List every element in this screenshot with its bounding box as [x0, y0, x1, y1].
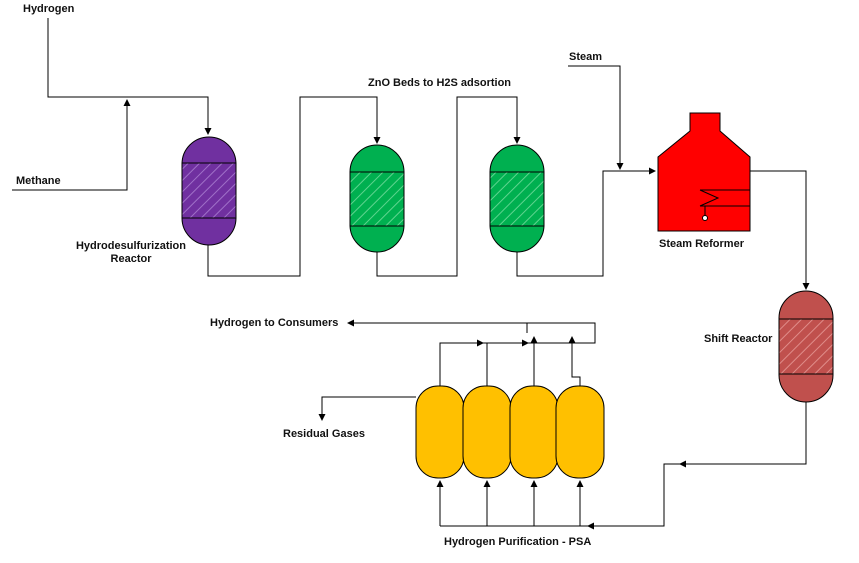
zno-beds-label: ZnO Beds to H2S adsortion: [368, 77, 512, 89]
hds-reactor-label-line2: Reactor: [110, 253, 152, 265]
zno1-to-zno2-line: [376, 96, 521, 277]
psa-vessel-2: [462, 385, 512, 479]
steam-label: Steam: [569, 51, 603, 63]
hydrogen-feed-line: [47, 18, 212, 135]
shift-reactor-label: Shift Reactor: [704, 333, 773, 345]
residual-gases-label: Residual Gases: [283, 428, 365, 440]
residual-gas-line: [318, 396, 416, 421]
psa-label: Hydrogen Purification - PSA: [444, 536, 592, 548]
hydrogen-feed-label: Hydrogen: [23, 3, 75, 15]
methane-label: Methane: [16, 175, 61, 187]
hydrodesulfurization-reactor: [181, 136, 237, 246]
psa-vessel-4: [555, 385, 605, 479]
steam-reformer: [657, 112, 751, 232]
hds-reactor-label: Hydrodesulfurization Reactor: [71, 240, 191, 266]
psa-vessel-1: [415, 385, 465, 479]
psa-vessel-3: [509, 385, 559, 479]
psa-vessels: [415, 385, 605, 479]
zno-bed-1: [349, 144, 405, 253]
shift-to-psa-line: [436, 402, 807, 530]
hydrogen-to-consumers-label: Hydrogen to Consumers: [210, 317, 339, 329]
hds-reactor-label-line1: Hydrodesulfurization: [75, 240, 186, 252]
steam-line: [568, 65, 624, 170]
shift-reactor: [778, 290, 834, 403]
reformer-coil: [699, 189, 750, 221]
psa-product-line: [347, 319, 596, 386]
hds-to-zno1-line: [207, 96, 381, 277]
zno-bed-2: [489, 144, 545, 253]
methane-feed-line: [12, 99, 131, 191]
steam-reformer-label: Steam Reformer: [659, 238, 744, 250]
zno2-to-reformer-line: [516, 167, 656, 277]
reformer-to-shift-line: [750, 170, 810, 290]
